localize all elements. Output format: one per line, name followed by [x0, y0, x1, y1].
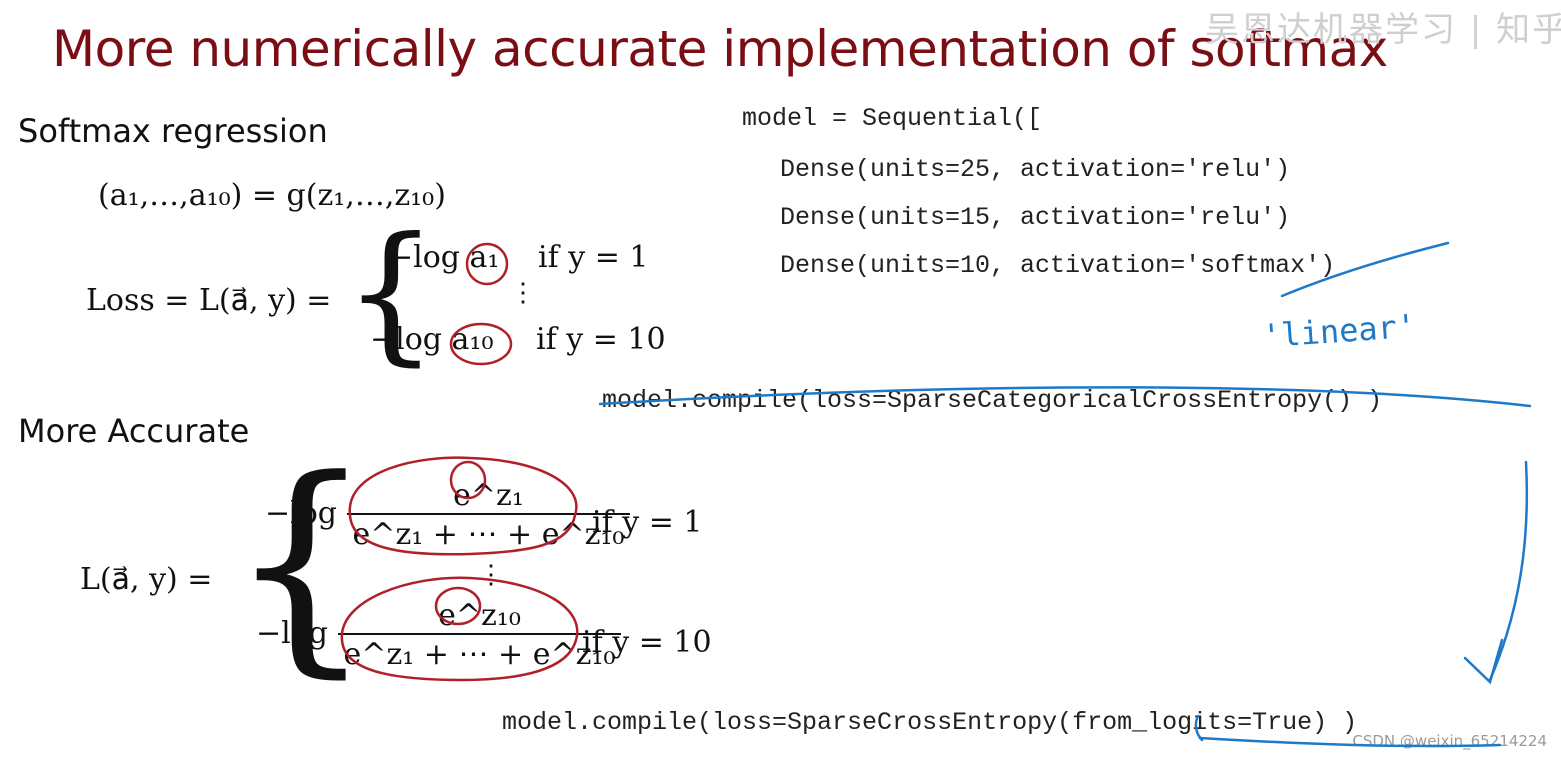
softmax-equation: (a₁,…,a₁₀) = g(z₁,…,z₁₀): [98, 178, 446, 213]
accurate-case1-log: −log: [265, 496, 337, 531]
page-title: More numerically accurate implementation…: [52, 20, 1388, 78]
accurate-case10-numerator: e^z₁₀: [438, 598, 521, 633]
section-more-accurate: More Accurate: [18, 412, 250, 450]
arrow-shaft: [1488, 460, 1529, 682]
code-line-dense-10: Dense(units=10, activation='softmax'): [780, 251, 1336, 280]
accurate-case1-fraction: e^z₁ e^z₁ + ⋯ + e^z₁₀: [346, 478, 631, 552]
loss-case10-cond: if y = 10: [536, 322, 666, 357]
accurate-vdots: ⋮: [478, 560, 504, 590]
accurate-case10-cond: if y = 10: [582, 625, 712, 660]
accurate-case1-numerator: e^z₁: [453, 478, 524, 513]
loss-brace: {: [343, 206, 439, 380]
code-line-dense-25: Dense(units=25, activation='relu'): [780, 155, 1291, 184]
accurate-loss-label: L(a⃗, y) =: [80, 562, 213, 597]
loss-case1-cond: if y = 1: [538, 240, 649, 275]
footer-credit: CSDN @weixin_65214224: [1352, 732, 1547, 750]
accurate-case10-log: −log: [256, 616, 328, 651]
code-line-sequential: model = Sequential([: [742, 104, 1043, 133]
loss-case10-expr: −log a₁₀: [370, 322, 494, 357]
loss-vdots: ⋮: [510, 278, 536, 308]
accurate-case1-cond: if y = 1: [592, 505, 703, 540]
code-compile-new: model.compile(loss=SparseCrossEntropy(fr…: [502, 708, 1358, 737]
section-softmax-regression: Softmax regression: [18, 112, 328, 150]
code-line-dense-15: Dense(units=15, activation='relu'): [780, 203, 1291, 232]
handwritten-linear: 'linear': [1260, 306, 1418, 356]
accurate-case1-denominator: e^z₁ + ⋯ + e^z₁₀: [346, 513, 631, 552]
loss-case1-expr: −log a₁: [388, 240, 500, 275]
code-compile-old: model.compile(loss=SparseCategoricalCros…: [602, 386, 1383, 415]
accurate-case1: −log e^z₁ e^z₁ + ⋯ + e^z₁₀: [265, 478, 631, 552]
accurate-case10-fraction: e^z₁₀ e^z₁ + ⋯ + e^z₁₀: [337, 598, 622, 672]
accurate-case10: −log e^z₁₀ e^z₁ + ⋯ + e^z₁₀: [256, 598, 622, 672]
watermark: 吴恩达机器学习 | 知乎: [1205, 10, 1561, 50]
arrow-head: [1463, 638, 1504, 685]
loss-label: Loss = L(a⃗, y) =: [86, 283, 332, 318]
accurate-case10-denominator: e^z₁ + ⋯ + e^z₁₀: [337, 633, 622, 672]
